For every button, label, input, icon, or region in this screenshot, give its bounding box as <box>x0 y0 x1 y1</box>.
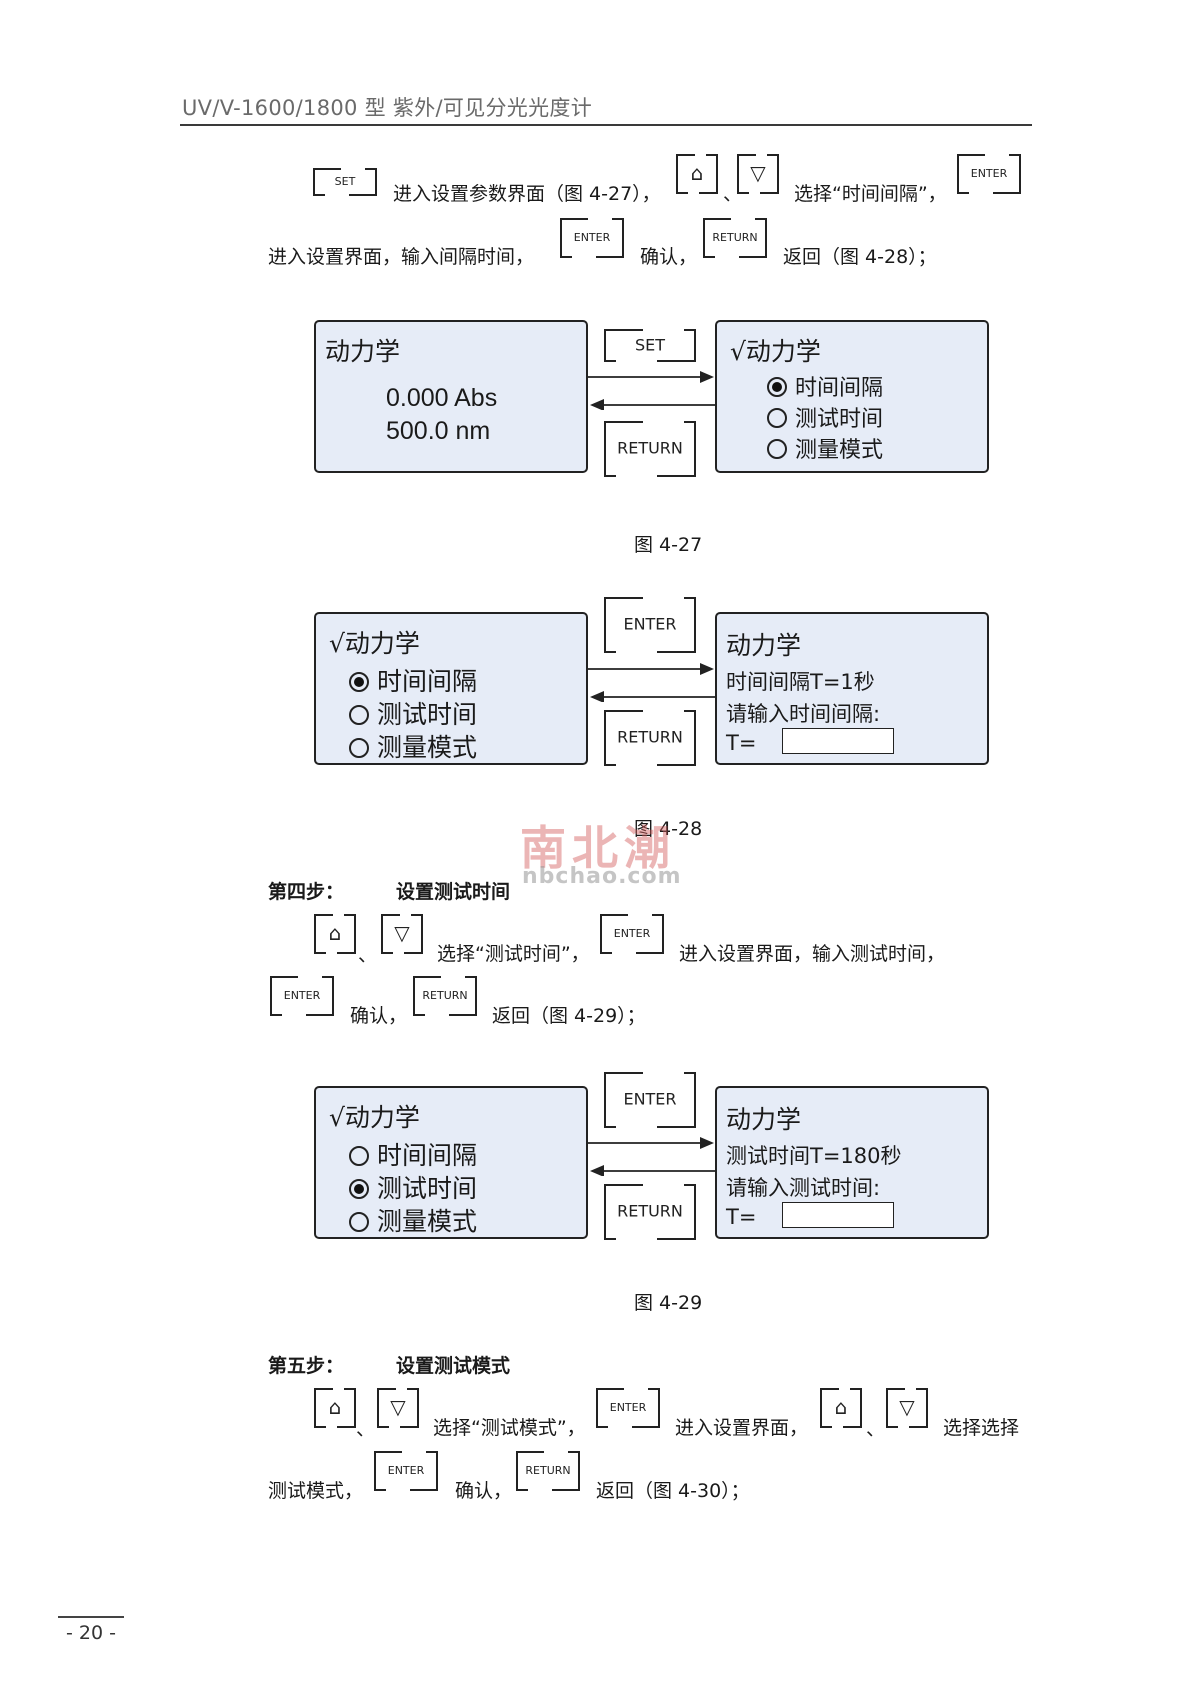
down-key-icon: ▽ <box>886 1388 928 1428</box>
step3-line2-c: 返回（图 4-28）； <box>783 246 937 268</box>
enter-key-icon: ENTER <box>596 1388 660 1428</box>
step5-separator: 、 <box>866 1418 886 1440</box>
return-key-icon: RETURN <box>413 976 477 1016</box>
figure-caption: 图 4-28 <box>634 818 703 840</box>
step5-separator: 、 <box>356 1418 376 1440</box>
fig27-arrows <box>588 371 716 410</box>
header-divider <box>180 124 1032 126</box>
watermark-url: nbchao.com <box>522 864 682 889</box>
option-measure-mode: 测量模式 <box>349 1202 477 1238</box>
return-key-icon: RETURN <box>604 1184 696 1240</box>
up-key-icon: ⌂ <box>314 1388 356 1428</box>
up-key-icon: ⌂ <box>676 154 718 194</box>
lcd-title: √动力学 <box>329 1103 420 1132</box>
lcd-screen-settings: √动力学 时间间隔 测试时间 测量模式 <box>314 1086 588 1239</box>
fig28-arrows <box>588 663 716 702</box>
enter-key-icon: ENTER <box>270 976 334 1016</box>
step4-line2-b: 返回（图 4-29）； <box>492 1005 646 1027</box>
step4-line2-a: 确认， <box>350 1005 408 1027</box>
step3-line1-a: 进入设置参数界面（图 4-27）， <box>393 183 661 205</box>
radio-empty-icon <box>767 408 787 428</box>
return-key-icon: RETURN <box>516 1451 580 1491</box>
page-number: - 20 - <box>66 1622 116 1644</box>
radio-selected-icon <box>767 377 787 397</box>
input-row: T= <box>726 1202 895 1229</box>
step3-line2-b: 确认， <box>640 246 698 268</box>
down-key-icon: ▽ <box>377 1388 419 1428</box>
step3-line2-a: 进入设置界面，输入间隔时间， <box>268 246 535 268</box>
radio-empty-icon <box>349 705 369 725</box>
enter-key-icon: ENTER <box>600 914 664 954</box>
radio-empty-icon <box>767 439 787 459</box>
radio-empty-icon <box>349 1146 369 1166</box>
lcd-title: √动力学 <box>329 629 420 658</box>
current-interval: 时间间隔T=1秒 <box>726 670 875 694</box>
fig29-arrows <box>588 1137 716 1176</box>
absorbance-value: 0.000 Abs <box>386 384 498 412</box>
lcd-title: 动力学 <box>726 631 802 660</box>
lcd-screen-input: 动力学 时间间隔T=1秒 请输入时间间隔: T= <box>715 612 989 765</box>
radio-selected-icon <box>349 672 369 692</box>
current-test-time: 测试时间T=180秒 <box>726 1144 902 1168</box>
down-key-icon: ▽ <box>737 154 779 194</box>
down-key-icon: ▽ <box>381 914 423 954</box>
step5-line1-c: 选择选择 <box>943 1417 1020 1439</box>
input-row: T= <box>726 728 895 755</box>
radio-selected-icon <box>349 1179 369 1199</box>
step4-line1-a: 选择“测试时间”， <box>437 943 590 965</box>
option-test-time: 测试时间 <box>349 1169 477 1205</box>
wavelength-value: 500.0 nm <box>386 417 491 445</box>
step4-line1-b: 进入设置界面，输入测试时间， <box>679 943 946 965</box>
enter-key-icon: ENTER <box>560 218 624 258</box>
enter-key-icon: ENTER <box>374 1451 438 1491</box>
step4-separator: 、 <box>358 944 378 966</box>
option-time-interval: 时间间隔 <box>349 1136 477 1172</box>
option-test-time: 测试时间 <box>349 695 477 731</box>
lcd-title: 动力学 <box>325 337 401 366</box>
set-key-icon: SET <box>313 168 377 196</box>
lcd-screen-settings: √动力学 时间间隔 测试时间 测量模式 <box>715 320 989 473</box>
document-header-title: UV/V-1600/1800 型 紫外/可见分光光度计 <box>182 96 593 120</box>
step5-title: 设置测试模式 <box>396 1355 511 1377</box>
return-key-icon: RETURN <box>703 218 767 258</box>
up-key-icon: ⌂ <box>314 914 356 954</box>
step5-line1-b: 进入设置界面， <box>675 1417 809 1439</box>
figure-caption: 图 4-29 <box>634 1292 703 1314</box>
option-test-time: 测试时间 <box>767 401 883 433</box>
step3-line1-b: 选择“时间间隔”， <box>794 183 947 205</box>
enter-key-icon: ENTER <box>957 154 1021 194</box>
radio-empty-icon <box>349 1212 369 1232</box>
input-prompt: 请输入时间间隔: <box>726 702 881 726</box>
step5-line2-c: 返回（图 4-30）； <box>596 1480 750 1502</box>
step4-title: 设置测试时间 <box>396 881 511 903</box>
lcd-screen-input: 动力学 测试时间T=180秒 请输入测试时间: T= <box>715 1086 989 1239</box>
radio-empty-icon <box>349 738 369 758</box>
footer-divider <box>58 1616 124 1618</box>
option-time-interval: 时间间隔 <box>349 662 477 698</box>
enter-key-icon: ENTER <box>604 1072 696 1128</box>
return-key-icon: RETURN <box>604 710 696 766</box>
watermark-logo: 南北潮 <box>520 821 676 875</box>
interval-input-field[interactable] <box>782 728 895 754</box>
step4-heading: 第四步： <box>268 881 345 903</box>
lcd-title: 动力学 <box>726 1105 802 1134</box>
lcd-screen-measure: 动力学 0.000 Abs 500.0 nm <box>314 320 588 473</box>
test-time-input-field[interactable] <box>782 1202 895 1228</box>
step5-line2-a: 测试模式， <box>268 1480 364 1502</box>
lcd-title: √动力学 <box>730 337 821 366</box>
set-key-icon: SET <box>604 329 696 362</box>
lcd-screen-settings: √动力学 时间间隔 测试时间 测量模式 <box>314 612 588 765</box>
enter-key-icon: ENTER <box>604 597 696 653</box>
up-key-icon: ⌂ <box>820 1388 862 1428</box>
return-key-icon: RETURN <box>604 421 696 477</box>
option-time-interval: 时间间隔 <box>767 370 883 402</box>
step5-line1-a: 选择“测试模式”， <box>433 1417 586 1439</box>
step5-line2-b: 确认， <box>455 1480 513 1502</box>
figure-caption: 图 4-27 <box>634 534 703 556</box>
step5-heading: 第五步： <box>268 1355 345 1377</box>
option-measure-mode: 测量模式 <box>767 432 883 464</box>
option-measure-mode: 测量模式 <box>349 728 477 764</box>
input-prompt: 请输入测试时间: <box>726 1176 881 1200</box>
